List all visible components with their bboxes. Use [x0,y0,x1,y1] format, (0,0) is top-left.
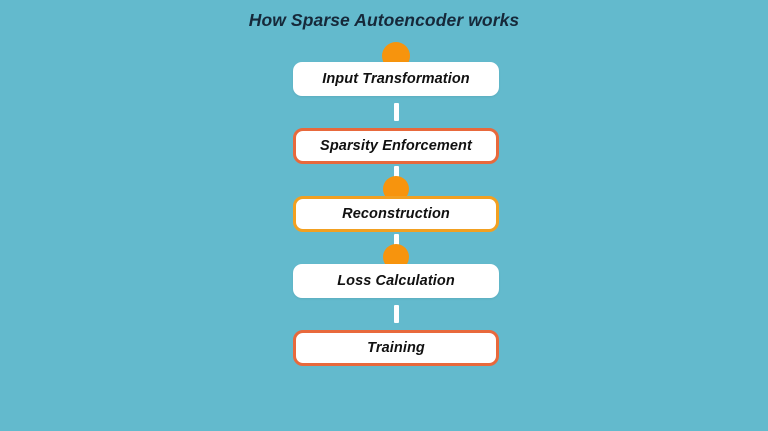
connector-3 [293,232,499,270]
connector-1 [293,96,499,128]
flow-node-1: Input Transformation [293,62,499,96]
connector-line [393,234,399,250]
flowchart: Input Transformation Sparsity Enforcemen… [293,40,499,366]
connector-4 [293,298,499,330]
page-title: How Sparse Autoencoder works [248,10,520,30]
flow-node-4: Loss Calculation [293,264,499,298]
node-reconstruction[interactable]: Reconstruction [293,196,499,232]
connector-line [393,103,399,121]
node-training[interactable]: Training [293,330,499,366]
node-label: Input Transformation [322,70,470,87]
node-input-transformation[interactable]: Input Transformation [293,62,499,96]
flow-node-2: Sparsity Enforcement [293,128,499,164]
connector-line [393,166,399,182]
flow-node-3: Reconstruction [293,196,499,232]
connector-2 [293,164,499,202]
flow-start-marker [293,40,499,70]
node-sparsity-enforcement[interactable]: Sparsity Enforcement [293,128,499,164]
node-label: Loss Calculation [337,272,455,289]
node-label: Sparsity Enforcement [320,137,472,154]
flow-node-5: Training [293,330,499,366]
node-label: Training [367,339,425,356]
connector-line [393,305,399,323]
node-loss-calculation[interactable]: Loss Calculation [293,264,499,298]
node-label: Reconstruction [342,205,450,222]
